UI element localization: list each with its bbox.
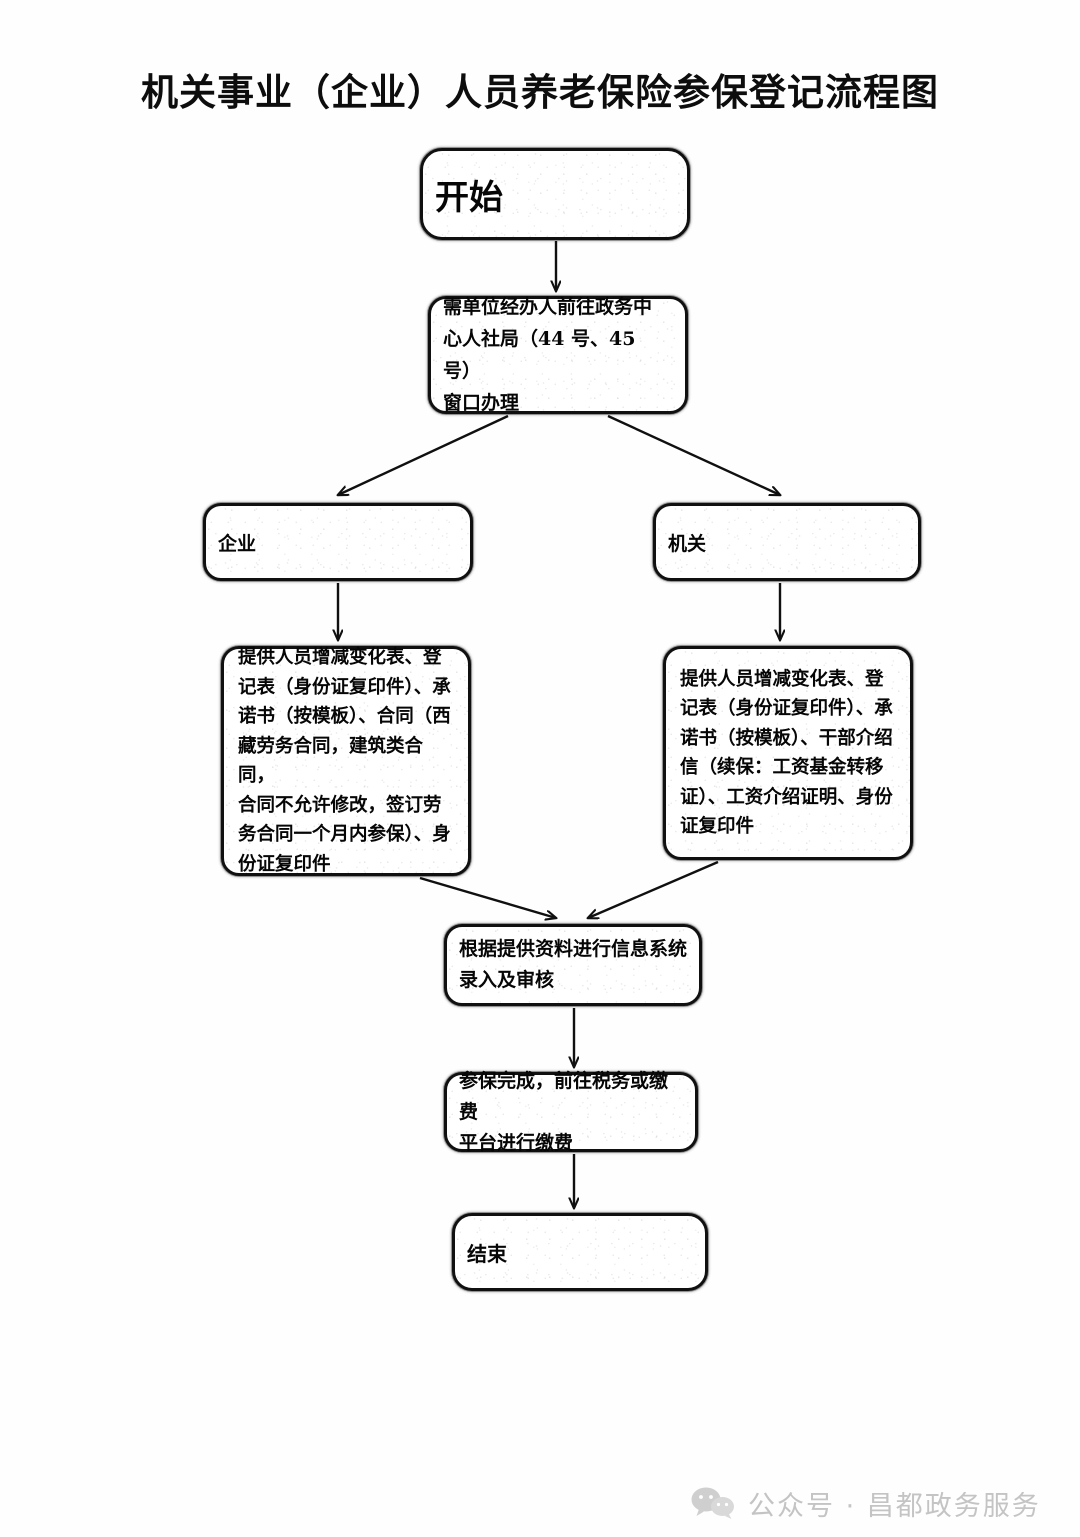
node-end[interactable]: 结束 <box>452 1213 708 1291</box>
footer-watermark: 公众号 · 昌都政务服务 <box>690 1480 1060 1526</box>
node-system-entry-review-label: 根据提供资料进行信息系统 录入及审核 <box>459 938 688 991</box>
node-enterprise-documents[interactable]: 提供人员增减变化表、登 记表（身份证复印件）、承 诺书（按模板）、合同（西 藏劳… <box>221 646 471 876</box>
node-payment-label: 参保完成，前往税务或缴费 平台进行缴费 <box>459 1069 669 1154</box>
node-enterprise[interactable]: 企业 <box>203 503 473 581</box>
node-window-handling-label: 需单位经办人前往政务中 心人社局（44 号、45 号） 窗口办理 <box>443 296 653 414</box>
node-agency[interactable]: 机关 <box>653 503 921 581</box>
node-system-entry-review[interactable]: 根据提供资料进行信息系统 录入及审核 <box>444 924 702 1006</box>
node-window-handling[interactable]: 需单位经办人前往政务中 心人社局（44 号、45 号） 窗口办理 <box>428 296 688 414</box>
page-title: 机关事业（企业）人员养老保险参保登记流程图 <box>141 70 939 114</box>
node-agency-documents-label: 提供人员增减变化表、登 记表（身份证复印件）、承 诺书（按模板）、干部介绍 信（… <box>680 668 893 838</box>
node-enterprise-label: 企业 <box>218 532 257 555</box>
node-end-label: 结束 <box>467 1241 507 1266</box>
node-start[interactable]: 开始 <box>420 148 690 240</box>
node-agency-documents[interactable]: 提供人员增减变化表、登 记表（身份证复印件）、承 诺书（按模板）、干部介绍 信（… <box>663 646 913 860</box>
wechat-icon <box>691 1487 734 1519</box>
footer-watermark-text: 公众号 · 昌都政务服务 <box>748 1490 1041 1522</box>
edge-window-to-enterprise <box>338 414 509 495</box>
edge-docs-ent-to-entry <box>419 876 556 918</box>
node-start-label: 开始 <box>435 177 503 218</box>
edge-window-to-agency <box>607 414 780 495</box>
edge-docs-agy-to-entry <box>588 860 719 918</box>
node-enterprise-documents-label: 提供人员增减变化表、登 记表（身份证复印件）、承 诺书（按模板）、合同（西 藏劳… <box>238 647 451 875</box>
node-payment[interactable]: 参保完成，前往税务或缴费 平台进行缴费 <box>444 1070 698 1154</box>
node-agency-label: 机关 <box>668 532 707 555</box>
